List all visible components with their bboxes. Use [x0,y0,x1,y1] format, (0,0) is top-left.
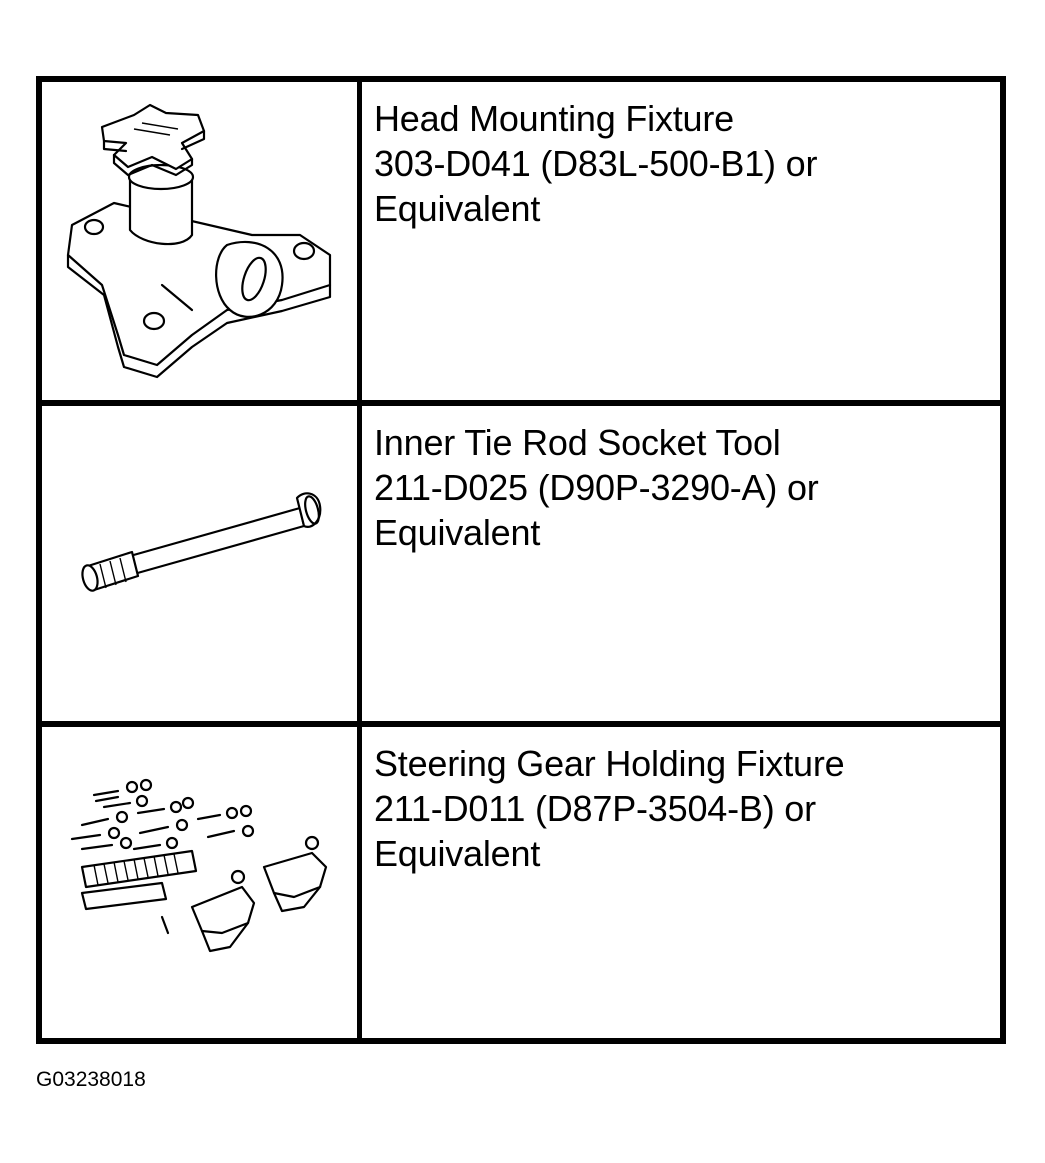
tool-name: Inner Tie Rod Socket Tool [374,422,781,463]
tool-name: Head Mounting Fixture [374,98,734,139]
tool-equivalent-note: Equivalent [374,188,541,229]
tool-equivalent-note: Equivalent [374,833,541,874]
illustration-cell [42,82,362,400]
tool-equivalent-note: Equivalent [374,512,541,553]
table-row: Steering Gear Holding Fixture 211-D011 (… [42,721,1000,1038]
table-row: Head Mounting Fixture 303-D041 (D83L-500… [42,82,1000,400]
tool-description: Head Mounting Fixture 303-D041 (D83L-500… [374,96,990,231]
tool-name: Steering Gear Holding Fixture [374,743,845,784]
tool-part-number: 303-D041 (D83L-500-B1) or [374,143,818,184]
tool-part-number: 211-D011 (D87P-3504-B) or [374,788,816,829]
inner-tie-rod-socket-tool-icon [81,492,322,592]
figure-id: G03238018 [36,1068,146,1091]
tool-description: Inner Tie Rod Socket Tool 211-D025 (D90P… [374,420,990,555]
special-tools-table: Head Mounting Fixture 303-D041 (D83L-500… [36,76,1006,1044]
table-row: Inner Tie Rod Socket Tool 211-D025 (D90P… [42,400,1000,721]
steering-gear-holding-fixture-icon [70,778,328,953]
tool-part-number: 211-D025 (D90P-3290-A) or [374,467,819,508]
head-mounting-fixture-icon [66,103,332,379]
illustration-cell [42,406,362,721]
tool-description: Steering Gear Holding Fixture 211-D011 (… [374,741,990,876]
illustration-cell [42,727,362,1038]
